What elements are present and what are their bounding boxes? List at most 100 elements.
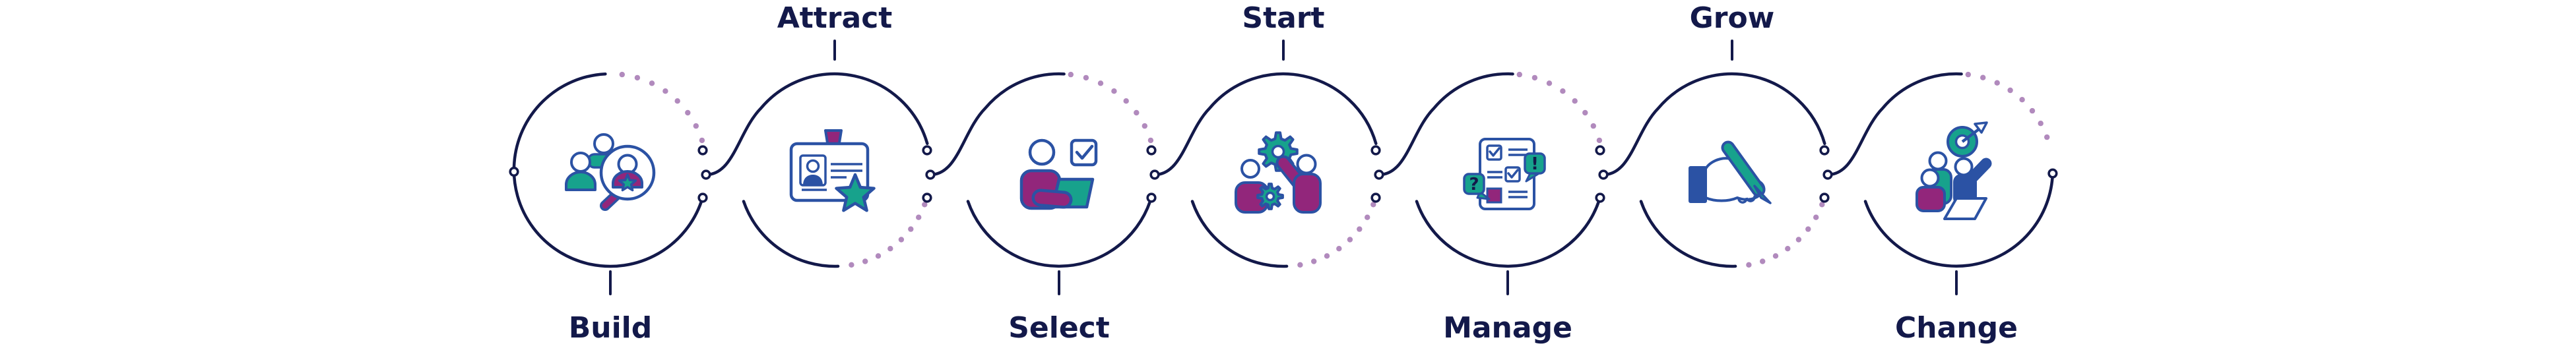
stage-arc-solid xyxy=(1639,200,1737,268)
dotted-arc-dot xyxy=(1582,109,1588,116)
dotted-arc-dot xyxy=(1347,237,1353,243)
connector-node xyxy=(1822,169,1833,180)
dotted-arc-dot xyxy=(1531,74,1538,81)
dotted-arc-dot xyxy=(1357,226,1363,232)
connector-node xyxy=(697,145,708,156)
dotted-arc-dot xyxy=(887,246,893,252)
dotted-arc-dot xyxy=(685,109,691,116)
dotted-arc-dot xyxy=(2038,121,2044,127)
dotted-arc-dot xyxy=(1795,237,1802,243)
dotted-arc-dot xyxy=(1147,137,1154,144)
dotted-arc-dot xyxy=(862,258,868,264)
dotted-arc-dot xyxy=(1142,123,1148,129)
stage-arc-solid xyxy=(966,200,1152,268)
dotted-arc-dot xyxy=(662,88,668,94)
folder-check-icon xyxy=(1019,138,1098,210)
dotted-arc-dot xyxy=(1068,71,1074,78)
connector-node xyxy=(1374,169,1384,180)
dotted-arc-dot xyxy=(1336,246,1342,252)
dotted-arc-dot xyxy=(1083,74,1089,81)
dotted-arc-dot xyxy=(2044,134,2050,140)
connector-node xyxy=(1370,192,1381,203)
dotted-arc-dot xyxy=(1572,98,1578,104)
team-target-icon xyxy=(1916,121,1992,220)
svg-text:?: ? xyxy=(1469,175,1479,194)
dotted-arc-dot xyxy=(2029,107,2036,114)
dotted-arc-dot xyxy=(1813,214,1819,220)
dotted-arc-dot xyxy=(1297,262,1303,268)
dotted-arc-dot xyxy=(2007,87,2013,94)
dotted-arc-dot xyxy=(1365,214,1370,220)
dotted-arc-dot xyxy=(1596,137,1603,144)
stage-arc-solid xyxy=(1415,200,1601,268)
stage-attract: Attract xyxy=(704,1,929,268)
dotted-arc-dot xyxy=(1994,80,2000,86)
dotted-arc-dot xyxy=(1819,202,1825,208)
connector-node xyxy=(925,169,936,180)
stage-entry-curve xyxy=(704,72,929,177)
dotted-arc-dot xyxy=(619,71,625,78)
connector-node xyxy=(922,145,932,156)
connector-node xyxy=(922,192,932,203)
stage-arc-dotted xyxy=(849,202,928,268)
stage-arc-dotted xyxy=(1297,202,1376,268)
connector-node xyxy=(1819,192,1830,203)
dotted-arc-dot xyxy=(674,98,680,104)
checklist-feedback-icon: ! ? xyxy=(1463,138,1546,210)
stage-entry-curve xyxy=(1826,72,1963,177)
team-search-icon xyxy=(565,133,656,211)
connector-nodes xyxy=(509,145,2058,203)
stage-label-start: Start xyxy=(1242,1,1324,35)
connector-node xyxy=(1595,192,1605,203)
stage-label-grow: Grow xyxy=(1690,1,1775,35)
stage-entry-curve xyxy=(928,72,1066,177)
dotted-arc-dot xyxy=(2019,97,2025,103)
dotted-arc-dot xyxy=(693,123,699,129)
dotted-arc-dot xyxy=(1111,88,1117,94)
dotted-arc-dot xyxy=(1590,123,1596,129)
stage-arc-dotted xyxy=(1965,71,2050,140)
stage-start: Start xyxy=(1153,1,1378,268)
stage-change: Change xyxy=(1826,71,2054,345)
stage-label-attract: Attract xyxy=(777,1,893,35)
dotted-arc-dot xyxy=(1560,88,1566,94)
dotted-arc-dot xyxy=(1760,258,1766,264)
hand-pen-signature-icon xyxy=(1689,140,1772,204)
connector-node xyxy=(697,192,708,203)
stage-arc-solid xyxy=(1190,200,1289,268)
stage-arc-dotted xyxy=(619,71,705,144)
dotted-arc-dot xyxy=(1746,262,1752,268)
connector-node xyxy=(1819,145,1830,156)
dotted-arc-dot xyxy=(1324,253,1330,259)
stage-label-select: Select xyxy=(1008,311,1110,345)
stage-entry-curve xyxy=(1601,72,1826,177)
dotted-arc-dot xyxy=(1785,246,1791,252)
dotted-arc-dot xyxy=(908,226,914,232)
dotted-arc-dot xyxy=(849,262,854,268)
dotted-arc-dot xyxy=(1311,258,1317,264)
connector-node xyxy=(509,166,519,177)
dotted-arc-dot xyxy=(699,137,705,144)
dotted-arc-dot xyxy=(1123,98,1129,104)
stage-manage: Manage ! ? xyxy=(1377,71,1603,345)
dotted-arc-dot xyxy=(922,202,928,208)
dotted-arc-dot xyxy=(1370,202,1376,208)
stage-arc-dotted xyxy=(1068,71,1154,144)
stage-arc-solid xyxy=(1863,175,2054,268)
dotted-arc-dot xyxy=(1772,253,1779,259)
svg-text:!: ! xyxy=(1531,154,1539,174)
dotted-arc-dot xyxy=(916,214,922,220)
stage-build: Build xyxy=(512,71,705,345)
stage-entry-curve xyxy=(1153,72,1378,177)
team-gears-icon xyxy=(1235,131,1322,214)
connector-node xyxy=(1146,145,1157,156)
dotted-arc-dot xyxy=(1097,80,1104,86)
stage-arc-dotted xyxy=(1746,202,1825,268)
dotted-arc-dot xyxy=(875,253,882,259)
dotted-arc-dot xyxy=(649,80,655,86)
connector-node xyxy=(701,169,711,180)
stage-grow: Grow xyxy=(1601,1,1826,268)
connector-node xyxy=(1146,192,1157,203)
